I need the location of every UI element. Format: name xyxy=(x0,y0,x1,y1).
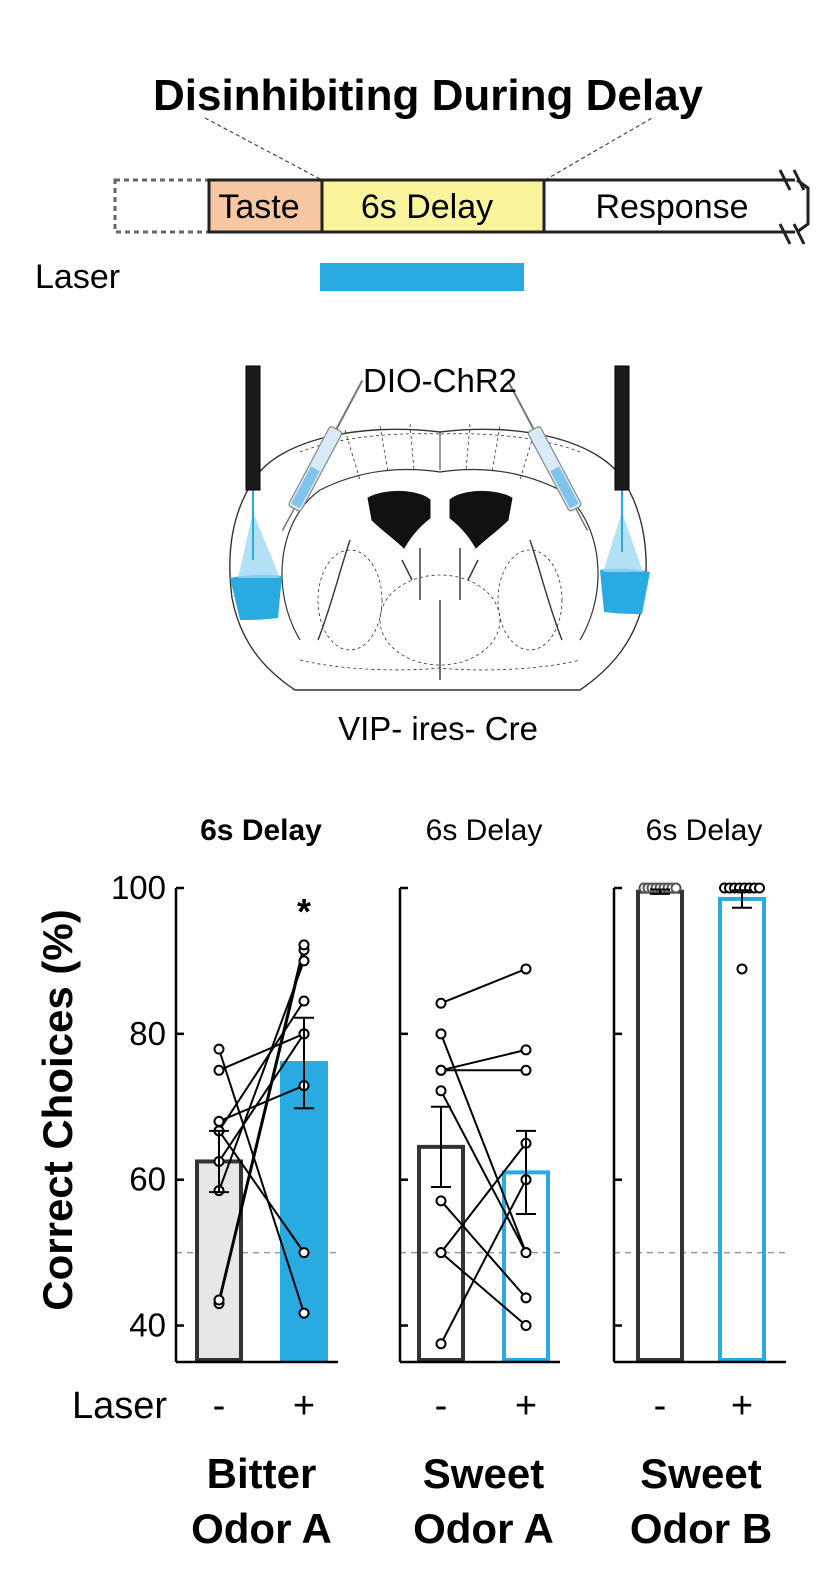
taste-label: Taste xyxy=(218,188,299,226)
data-point xyxy=(298,995,310,1007)
delay-segment xyxy=(320,178,546,234)
data-point xyxy=(435,1085,447,1097)
panel-title: 6s Delay xyxy=(426,814,543,847)
data-point xyxy=(298,1247,310,1259)
condition-label: - xyxy=(654,1385,667,1427)
left-syringe-icon xyxy=(281,380,364,531)
group-label-line1: Sweet xyxy=(423,1450,544,1497)
data-point xyxy=(298,955,310,967)
data-point xyxy=(298,939,310,951)
paired-line xyxy=(440,1090,527,1254)
left-optic-fiber xyxy=(245,365,261,491)
zoom-line-left xyxy=(204,117,323,181)
data-point xyxy=(435,1195,447,1207)
cortical-divisions xyxy=(299,423,581,671)
paired-line xyxy=(218,1032,305,1072)
virus-label: DIO-ChR2 xyxy=(363,362,517,399)
paired-line xyxy=(218,1084,305,1123)
data-point xyxy=(520,1247,532,1259)
data-point xyxy=(213,1115,225,1127)
data-point xyxy=(435,1247,447,1259)
cortex-boundary xyxy=(281,468,599,641)
group-label-line2: Odor A xyxy=(191,1505,332,1552)
taste-segment xyxy=(207,178,324,234)
data-point xyxy=(213,1043,225,1055)
bar-laser-off xyxy=(195,1159,243,1363)
paired-line xyxy=(440,1179,527,1345)
paired-line xyxy=(440,968,527,1005)
y-tick-label: 80 xyxy=(129,1015,166,1052)
condition-label: + xyxy=(731,1385,753,1427)
left-light-cone xyxy=(238,512,280,578)
right-syringe-icon xyxy=(506,380,589,531)
group-label-line1: Sweet xyxy=(640,1450,761,1497)
left-insula-expression xyxy=(230,574,282,620)
data-point xyxy=(435,1028,447,1040)
data-point xyxy=(754,882,765,894)
paired-line xyxy=(440,1142,527,1254)
laser-condition-label: Laser xyxy=(72,1385,167,1427)
pre-trial-box xyxy=(113,178,211,234)
y-axis-title: Correct Choices (%) xyxy=(34,909,81,1310)
data-point xyxy=(520,1320,532,1332)
condition-label: + xyxy=(293,1385,315,1427)
figure-title: Disinhibiting During Delay xyxy=(153,71,704,120)
significance-star: * xyxy=(297,891,311,932)
mouse-line-label: VIP- ires- Cre xyxy=(338,710,538,747)
right-optic-fiber xyxy=(614,365,630,491)
paired-line xyxy=(440,1251,527,1327)
condition-label: + xyxy=(515,1385,537,1427)
bar-laser-off xyxy=(636,889,684,1363)
paired-line xyxy=(218,944,305,1301)
panel-title: 6s Delay xyxy=(646,814,763,847)
paired-line xyxy=(218,1130,305,1254)
paired-line xyxy=(218,1000,305,1132)
y-tick-label: 100 xyxy=(111,869,166,906)
trial-timeline: Taste 6s Delay Response Laser xyxy=(35,117,810,296)
condition-label: - xyxy=(435,1385,448,1427)
y-tick-label: 40 xyxy=(129,1307,166,1344)
panel-title: 6s Delay xyxy=(200,814,322,847)
data-point xyxy=(520,1292,532,1304)
data-point xyxy=(435,1338,447,1350)
data-point xyxy=(213,1294,225,1306)
external-capsule xyxy=(317,539,563,641)
response-segment xyxy=(544,178,795,234)
paired-line xyxy=(440,1200,527,1299)
group-label-line1: Bitter xyxy=(207,1450,317,1497)
response-label: Response xyxy=(595,188,748,226)
data-point xyxy=(520,1044,532,1056)
condition-label: - xyxy=(213,1385,226,1427)
brain-diagram xyxy=(229,365,650,691)
data-point xyxy=(736,963,748,975)
data-point xyxy=(520,1064,532,1076)
right-insula-expression xyxy=(600,568,650,614)
paired-line xyxy=(218,1048,305,1314)
data-point xyxy=(213,1064,225,1076)
group-label-line2: Odor A xyxy=(413,1505,554,1552)
left-ventricle xyxy=(367,490,431,549)
data-point xyxy=(670,882,682,894)
y-tick-label: 60 xyxy=(129,1161,166,1198)
data-point xyxy=(298,1307,310,1319)
laser-row-label: Laser xyxy=(35,258,120,296)
paired-line xyxy=(218,1033,305,1163)
right-ventricle xyxy=(449,490,513,549)
paired-line xyxy=(440,1048,527,1072)
subcortical-lines xyxy=(401,548,479,680)
delay-label: 6s Delay xyxy=(361,188,493,226)
group-label-line2: Odor B xyxy=(630,1505,772,1552)
data-point xyxy=(520,963,532,975)
zoom-line-right xyxy=(544,117,653,181)
data-point xyxy=(435,997,447,1009)
laser-bar xyxy=(320,263,524,291)
data-point xyxy=(435,1064,447,1076)
break-edge xyxy=(796,178,810,234)
brain-outline xyxy=(229,428,647,691)
